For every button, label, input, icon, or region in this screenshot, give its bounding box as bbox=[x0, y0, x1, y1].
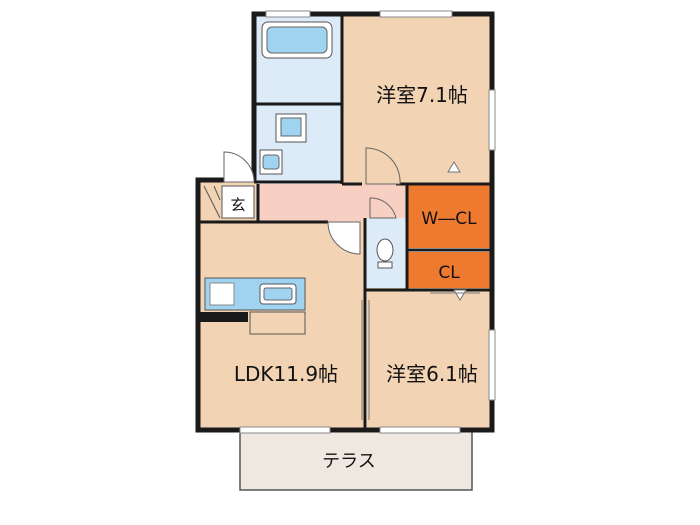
terrace-area bbox=[239, 429, 473, 491]
door-swings bbox=[223, 147, 401, 255]
inner-walls bbox=[200, 14, 492, 430]
bedroom-north-label: 洋室7.1帖 bbox=[376, 83, 468, 107]
walk-in-closet-floor bbox=[407, 184, 490, 248]
bedroom-south-label: 洋室6.1帖 bbox=[386, 362, 478, 386]
walk-in-closet-label: W―CL bbox=[421, 209, 477, 229]
entrance-label: 玄 bbox=[230, 196, 245, 214]
ldk-label: LDK11.9帖 bbox=[234, 362, 338, 386]
wash-basin-bowl bbox=[262, 154, 280, 170]
bathtub-basin bbox=[266, 26, 328, 54]
bedroom-north-floor bbox=[340, 14, 490, 184]
closet-label: CL bbox=[438, 263, 460, 283]
kitchen-base-cabinet bbox=[200, 312, 248, 322]
toilet-tank bbox=[377, 261, 393, 269]
terrace-label: テラス bbox=[322, 451, 376, 472]
bedroom-south-floor bbox=[367, 288, 490, 430]
toilet bbox=[376, 238, 394, 262]
kitchen-island bbox=[249, 311, 306, 335]
kitchen-sink-bowl bbox=[263, 287, 293, 301]
windows bbox=[239, 10, 496, 434]
entrance-step bbox=[203, 185, 255, 219]
washing-machine-drum bbox=[280, 117, 302, 137]
closet-floor bbox=[407, 252, 490, 290]
sliding-doors bbox=[361, 161, 480, 420]
kitchen-stove bbox=[209, 282, 235, 306]
